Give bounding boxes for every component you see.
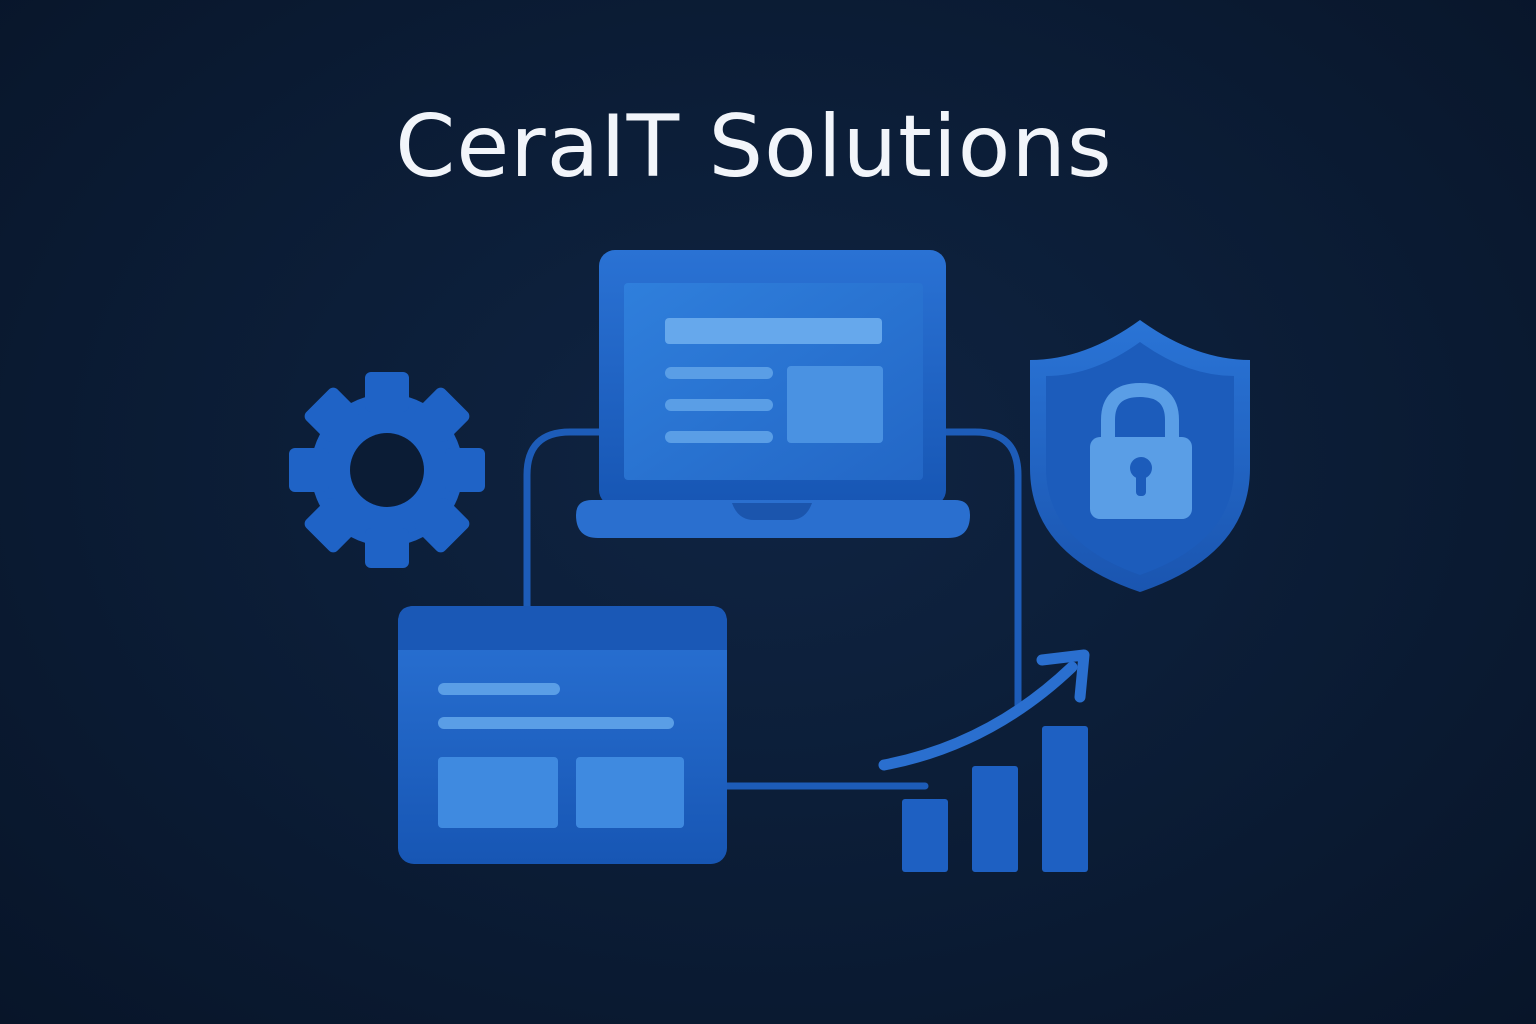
trend-arrow-line (878, 661, 1078, 771)
connector-lines (523, 428, 1022, 790)
browser-content-card (438, 757, 558, 828)
screen-text-line (665, 399, 773, 411)
keyhole-slot (1136, 470, 1146, 496)
shield-lock-icon (1030, 320, 1250, 592)
browser-content-card (576, 757, 684, 828)
growth-bar (1042, 726, 1088, 872)
screen-text-line (665, 367, 773, 379)
browser-window-icon (398, 606, 727, 864)
browser-text-line (438, 683, 560, 695)
connector-laptop-to-browser (523, 428, 604, 610)
screen-text-line (665, 431, 773, 443)
lock-shackle-icon (1101, 382, 1179, 447)
trend-arrow-icon (878, 649, 1090, 771)
laptop-notch (732, 503, 812, 520)
gear-hole (350, 433, 424, 507)
gear-icon (289, 372, 485, 568)
laptop-icon (576, 250, 970, 538)
browser-titlebar (398, 606, 727, 650)
screen-image-block (787, 366, 883, 443)
connector-laptop-to-chart (941, 428, 1022, 709)
keyhole-icon (1130, 457, 1152, 479)
growth-bar (972, 766, 1018, 872)
growth-bar-chart-icon (902, 726, 1088, 872)
screen-header-bar (665, 318, 882, 344)
growth-bar (902, 799, 948, 872)
trend-arrow-head (1036, 649, 1090, 703)
browser-text-line (438, 717, 674, 729)
brand-title: CeraIT Solutions (395, 97, 1113, 197)
